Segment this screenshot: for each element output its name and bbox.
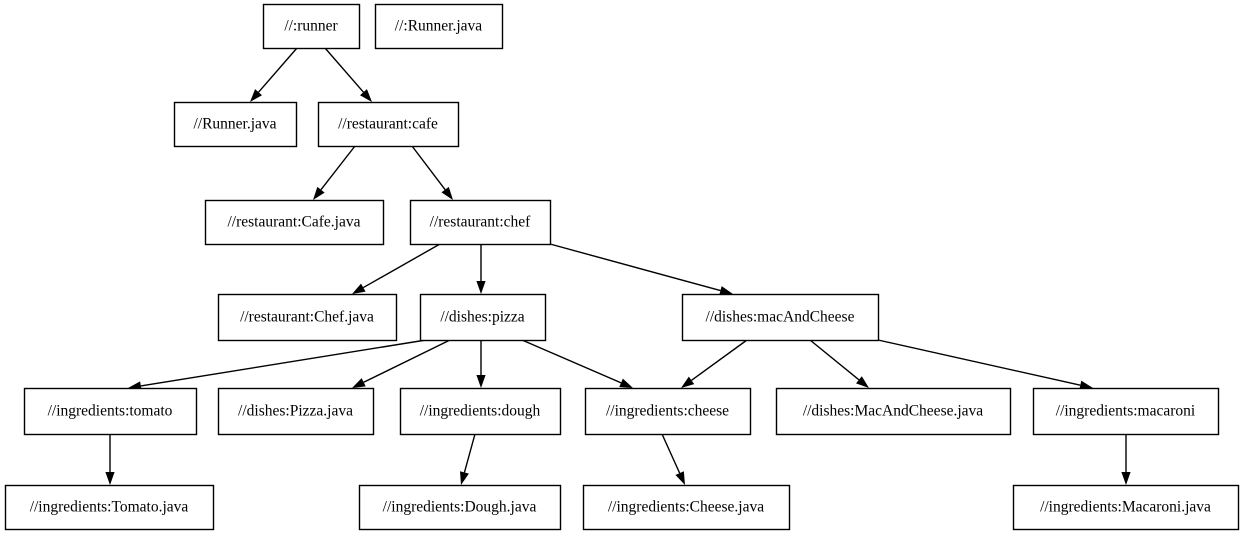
arrow-head-icon [250,89,263,102]
node-box[interactable] [173,101,298,148]
graph-node-pizza_java[interactable]: //dishes:Pizza.java [217,387,375,436]
arrow-head-icon [719,286,733,296]
node-box[interactable] [681,293,880,342]
arrow-head-icon [681,376,695,388]
arrow-head-icon [619,378,633,388]
nodes-layer: //:runner //:Runner.java //Runner.java //re… [4,3,1240,531]
edge-dishes_pizza-to-pizza_java [352,339,451,388]
edge-restaurant_chef-to-chef_java [352,243,441,294]
node-box[interactable] [4,484,215,531]
node-box[interactable] [582,484,791,531]
arrow-head-icon [352,283,366,294]
graph-node-dishes_pizza[interactable]: //dishes:pizza [419,293,547,342]
node-box[interactable] [399,387,562,436]
edge-restaurant_chef-to-dishes_pizza [476,244,486,294]
arrow-head-icon [313,186,325,200]
node-label: //dishes:pizza [440,309,524,326]
edge-dishes_macandcheese-to-ing_cheese [681,339,748,388]
graph-node-cafe_java[interactable]: //restaurant:Cafe.java [204,199,385,246]
node-box[interactable] [317,101,460,148]
edge-runner-to-restaurant_cafe [324,47,372,102]
node-label: //ingredients:cheese [606,403,729,420]
node-label: //Runner.java [193,116,276,133]
node-label: //ingredients:Cheese.java [608,499,764,516]
node-box[interactable] [1032,387,1220,436]
node-label: //ingredients:Tomato.java [30,499,189,516]
graph-node-ing_cheese[interactable]: //ingredients:cheese [584,387,752,436]
graph-node-runner_java[interactable]: //Runner.java [173,101,298,148]
node-box[interactable] [217,387,375,436]
node-label: //restaurant:chef [430,214,532,231]
node-box[interactable] [775,387,1012,436]
edge-restaurant_cafe-to-cafe_java [313,145,356,200]
node-label: //ingredients:Macaroni.java [1040,499,1211,516]
graph-node-chef_java[interactable]: //restaurant:Chef.java [217,293,398,342]
arrow-head-icon [476,375,486,388]
arrow-head-icon [105,472,115,485]
node-label: //ingredients:tomato [48,403,173,420]
node-label: //restaurant:Cafe.java [228,214,361,231]
graph-node-runner[interactable]: //:runner [262,3,361,50]
node-label: //dishes:MacAndCheese.java [803,403,983,420]
node-box[interactable] [358,484,562,531]
arrow-head-icon [675,471,685,485]
graph-node-restaurant_cafe[interactable]: //restaurant:cafe [317,101,460,148]
arrow-head-icon [359,89,372,102]
node-box[interactable] [23,387,198,436]
edge-runner-to-runner_java [250,47,298,102]
graph-node-macandcheese_java[interactable]: //dishes:MacAndCheese.java [775,387,1012,436]
graph-node-runner_java_root[interactable]: //:Runner.java [374,3,504,50]
graph-node-dishes_macandcheese[interactable]: //dishes:macAndCheese [681,293,880,342]
node-box[interactable] [1012,484,1240,531]
arrow-head-icon [352,378,366,388]
arrow-head-icon [476,281,486,294]
node-label: //restaurant:cafe [338,116,438,133]
node-box[interactable] [419,293,547,342]
arrow-head-icon [441,186,453,200]
graph-node-restaurant_chef[interactable]: //restaurant:chef [409,199,552,246]
arrow-head-icon [856,376,869,388]
edge-ing_macaroni-to-macaroni_java [1121,434,1131,485]
node-box[interactable] [409,199,552,246]
edge-dishes_macandcheese-to-ing_macaroni [877,339,1093,390]
edge-ing_cheese-to-cheese_java [661,433,685,485]
edges-layer [105,47,1131,485]
graph-node-ing_macaroni[interactable]: //ingredients:macaroni [1032,387,1220,436]
node-label: //ingredients:macaroni [1056,403,1196,420]
node-label: //restaurant:Chef.java [240,309,374,326]
edge-restaurant_chef-to-dishes_macandcheese [549,243,733,296]
graph-node-macaroni_java[interactable]: //ingredients:Macaroni.java [1012,484,1240,531]
edge-dishes_pizza-to-ing_cheese [521,339,633,388]
node-label: //dishes:macAndCheese [706,309,855,326]
edge-dishes_macandcheese-to-macandcheese_java [809,339,869,388]
node-box[interactable] [374,3,504,50]
node-box[interactable] [217,293,398,342]
node-label: //:Runner.java [395,18,483,35]
graph-node-ing_dough[interactable]: //ingredients:dough [399,387,562,436]
arrow-head-icon [1121,472,1131,485]
node-box[interactable] [262,3,361,50]
arrow-head-icon [460,471,469,485]
node-label: //dishes:Pizza.java [238,403,353,420]
graph-node-cheese_java[interactable]: //ingredients:Cheese.java [582,484,791,531]
node-label: //ingredients:dough [420,403,541,420]
node-box[interactable] [204,199,385,246]
graph-node-dough_java[interactable]: //ingredients:Dough.java [358,484,562,531]
edge-restaurant_cafe-to-restaurant_chef [411,145,453,200]
edge-dishes_pizza-to-ing_dough [476,340,486,388]
arrow-head-icon [1079,380,1093,390]
node-label: //:runner [284,18,338,35]
edge-dishes_pizza-to-ing_tomato [128,339,427,391]
edge-ing_dough-to-dough_java [460,433,476,485]
graph-node-ing_tomato[interactable]: //ingredients:tomato [23,387,198,436]
node-label: //ingredients:Dough.java [383,499,537,516]
graph-node-tomato_java[interactable]: //ingredients:Tomato.java [4,484,215,531]
edge-ing_tomato-to-tomato_java [105,434,115,485]
node-box[interactable] [584,387,752,436]
